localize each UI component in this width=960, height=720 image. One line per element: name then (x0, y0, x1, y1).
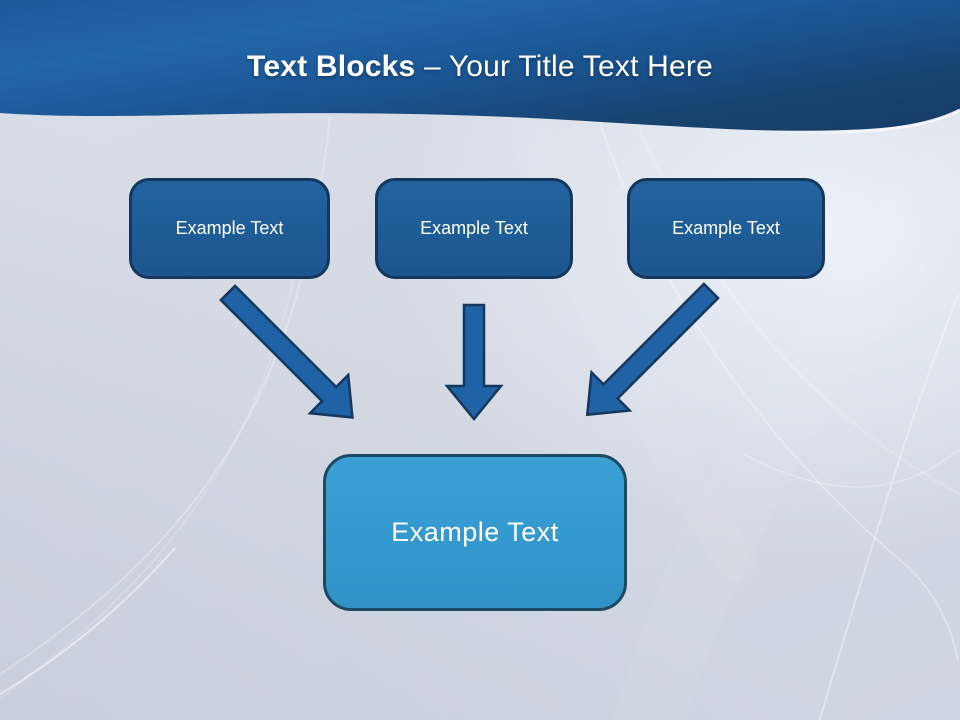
diagonal-down-right-arrow-icon[interactable] (209, 274, 372, 437)
text-block-2-label: Example Text (420, 218, 528, 238)
header-wave-graphic (0, 0, 960, 134)
target-text-block[interactable]: Example Text (323, 454, 627, 611)
target-text-block-label: Example Text (391, 517, 559, 547)
down-arrow-icon[interactable] (444, 303, 504, 421)
text-block-3[interactable]: Example Text (627, 178, 825, 279)
text-block-1-label: Example Text (175, 218, 284, 238)
slide-title: Text Blocks – Your Title Text Here (0, 50, 960, 84)
diagonal-down-left-arrow-icon[interactable] (568, 272, 730, 434)
text-block-2[interactable]: Example Text (375, 178, 573, 279)
text-block-1[interactable]: Example Text (129, 178, 330, 279)
slide-title-rest-part: – Your Title Text Here (415, 50, 713, 83)
slide-title-bold-part: Text Blocks (247, 50, 416, 83)
text-block-3-label: Example Text (672, 218, 780, 238)
